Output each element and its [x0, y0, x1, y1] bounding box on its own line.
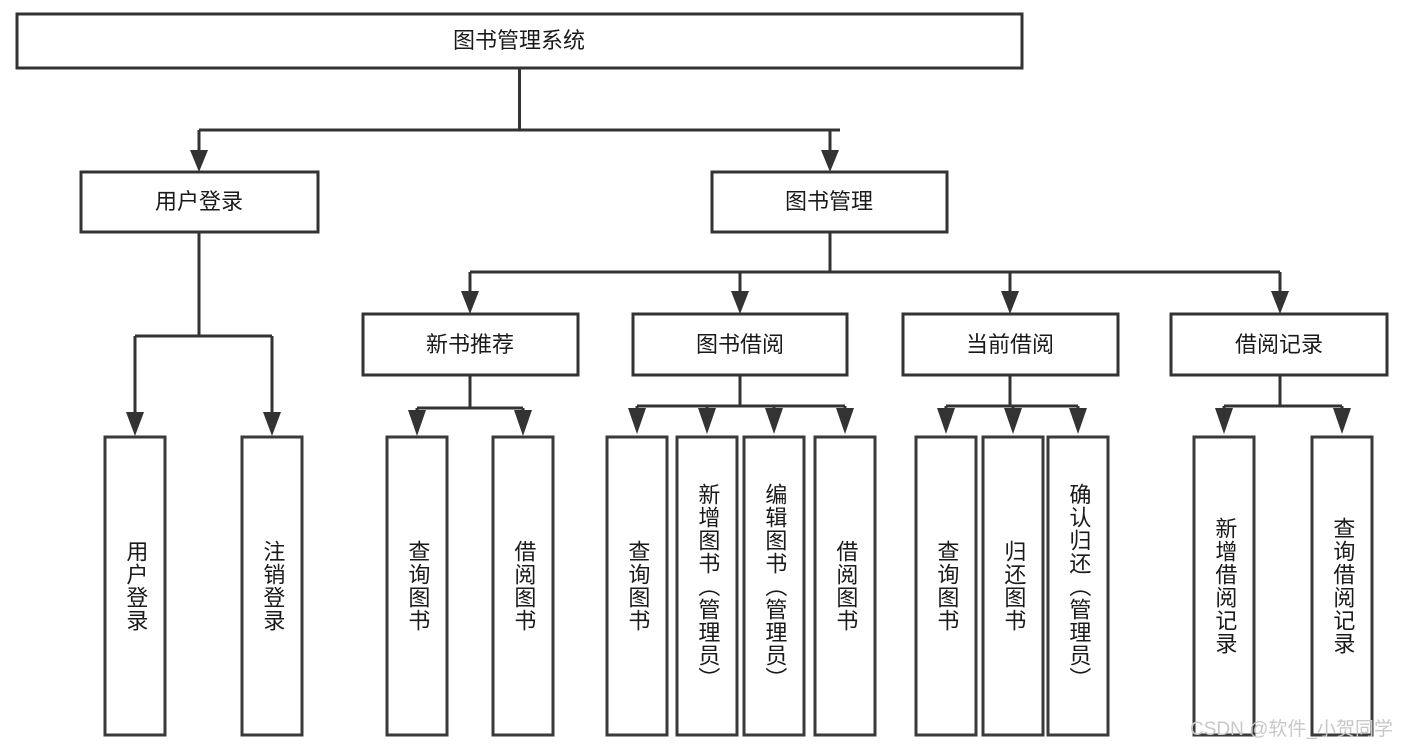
label-borrow-record: 借阅记录: [1235, 332, 1323, 357]
label-current-borrow: 当前借阅: [966, 332, 1054, 357]
node-leaf-query-book-2[interactable]: [605, 435, 669, 737]
arrow-head-leaf-return-book: [1004, 408, 1022, 434]
arrow-head-leaf-query-book-3: [937, 408, 955, 434]
connector-layer: [126, 68, 1351, 436]
label-root: 图书管理系统: [453, 28, 585, 53]
arrow-head-book-borrow: [731, 291, 749, 314]
node-book-borrow[interactable]: [631, 312, 849, 377]
node-borrow-record[interactable]: [1169, 312, 1389, 377]
label-book-management: 图书管理: [785, 189, 873, 214]
arrow-head-leaf-confirm-return: [1069, 408, 1087, 434]
node-user-login[interactable]: [79, 170, 320, 234]
arrow-head-leaf-query-record: [1333, 408, 1351, 434]
arrow-head-user-login: [190, 150, 208, 172]
node-leaf-edit-book[interactable]: [742, 435, 806, 737]
node-leaf-user-logout[interactable]: [240, 435, 304, 737]
node-leaf-return-book[interactable]: [981, 435, 1045, 737]
label-book-borrow: 图书借阅: [696, 332, 784, 357]
node-root[interactable]: [15, 12, 1024, 70]
arrow-head-leaf-add-book: [698, 408, 716, 434]
arrow-head-leaf-query-book-1: [408, 410, 426, 436]
node-leaf-query-book-3[interactable]: [914, 435, 978, 737]
node-leaf-query-record[interactable]: [1310, 435, 1374, 737]
arrow-head-leaf-add-record: [1215, 408, 1233, 434]
node-leaf-user-login[interactable]: [103, 435, 167, 737]
arrow-head-borrow-record: [1271, 291, 1289, 314]
arrow-head-leaf-borrow-book-2: [836, 408, 854, 434]
arrow-head-leaf-edit-book: [765, 408, 783, 434]
node-leaf-borrow-book-2[interactable]: [813, 435, 877, 737]
label-user-login: 用户登录: [155, 189, 243, 214]
horizontal-label-layer: 图书管理系统 用户登录 图书管理 新书推荐 图书借阅 当前借阅 借阅记录: [155, 28, 1323, 357]
node-leaf-add-book[interactable]: [675, 435, 739, 737]
arrow-head-current-borrow: [1001, 291, 1019, 314]
node-leaf-add-record[interactable]: [1192, 435, 1256, 737]
arrow-head-leaf-query-book-2: [628, 408, 646, 434]
node-current-borrow[interactable]: [901, 312, 1120, 377]
node-new-book-recommend[interactable]: [361, 312, 580, 377]
node-leaf-borrow-book-1[interactable]: [491, 435, 555, 737]
label-new-book-recommend: 新书推荐: [426, 332, 514, 357]
node-leaf-confirm-return[interactable]: [1046, 435, 1110, 737]
arrow-head-leaf-user-logout: [263, 412, 281, 436]
arrow-head-leaf-borrow-book-1: [514, 410, 532, 436]
node-layer: [15, 12, 1389, 737]
watermark-text: CSDN @软件_小贺同学: [1190, 719, 1393, 740]
node-leaf-query-book-1[interactable]: [385, 435, 449, 737]
node-book-management[interactable]: [710, 170, 949, 234]
arrow-head-book-management: [821, 150, 839, 172]
arrow-head-new-book-recommend: [461, 291, 479, 314]
arrow-head-leaf-user-login: [126, 412, 144, 436]
